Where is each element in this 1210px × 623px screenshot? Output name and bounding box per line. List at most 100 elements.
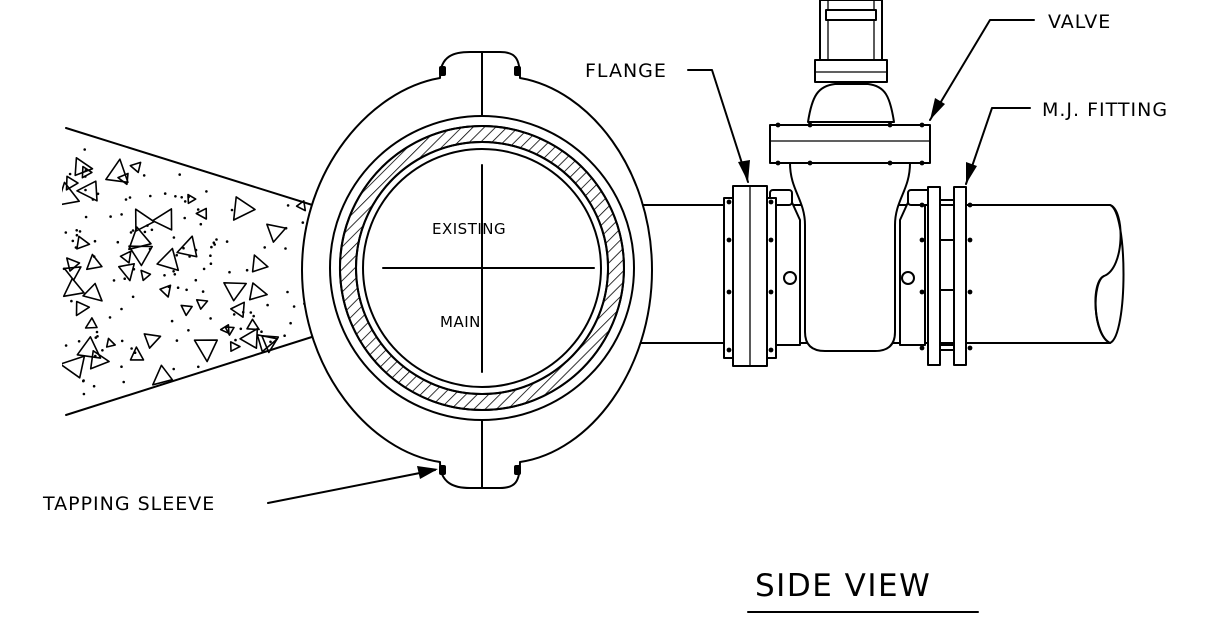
concrete-stipple-dot bbox=[163, 274, 166, 277]
concrete-stipple-dot bbox=[75, 233, 79, 237]
concrete-stipple-dot bbox=[142, 174, 146, 177]
concrete-aggregate-triangle bbox=[76, 180, 98, 202]
concrete-stipple-dot bbox=[95, 330, 99, 334]
concrete-aggregate-triangle bbox=[134, 208, 155, 232]
concrete-stipple-dot bbox=[201, 290, 205, 293]
concrete-stipple-dot bbox=[128, 196, 132, 199]
concrete-stipple-dot bbox=[163, 192, 167, 195]
concrete-aggregate-triangle bbox=[229, 341, 241, 353]
concrete-stipple-dot bbox=[210, 245, 213, 249]
concrete-stipple-dot bbox=[196, 208, 200, 211]
concrete-stipple-dot bbox=[149, 194, 152, 198]
concrete-aggregate-triangle bbox=[239, 327, 259, 350]
concrete-aggregate-triangle bbox=[152, 364, 174, 386]
concrete-stipple-dot bbox=[180, 196, 183, 199]
concrete-stipple-dot bbox=[209, 254, 212, 257]
concrete-stipple-dot bbox=[301, 221, 305, 224]
flange-leader-arrowhead bbox=[738, 160, 750, 182]
concrete-aggregate-triangle bbox=[82, 282, 103, 302]
concrete-stipple-dot bbox=[209, 262, 213, 266]
concrete-aggregate-triangle bbox=[140, 269, 152, 282]
concrete-aggregate-triangle bbox=[62, 181, 80, 206]
concrete-stipple-dot bbox=[178, 173, 181, 176]
flange-callout-label: FLANGE bbox=[585, 60, 667, 82]
concrete-aggregate-triangle bbox=[261, 334, 280, 354]
concrete-stipple-dot bbox=[199, 222, 203, 226]
concrete-aggregate-triangle bbox=[119, 250, 132, 264]
concrete-stipple-dot bbox=[215, 238, 218, 241]
concrete-aggregate-triangle bbox=[66, 257, 81, 272]
concrete-aggregate-triangle bbox=[223, 281, 247, 302]
concrete-aggregate-triangle bbox=[159, 284, 172, 298]
concrete-stipple-dot bbox=[174, 195, 177, 198]
concrete-stipple-dot bbox=[172, 270, 175, 273]
mj-fitting-leader-arrowhead bbox=[966, 162, 977, 184]
concrete-stipple-dot bbox=[283, 334, 286, 338]
concrete-stipple-dot bbox=[172, 236, 176, 239]
concrete-aggregate-triangle bbox=[251, 254, 269, 273]
concrete-stipple-dot bbox=[64, 231, 68, 234]
concrete-aggregate-triangle bbox=[180, 304, 193, 317]
concrete-stipple-dot bbox=[68, 172, 72, 176]
valve-stem bbox=[814, 0, 888, 83]
concrete-stipple-dot bbox=[131, 229, 135, 232]
concrete-aggregate-triangle bbox=[128, 245, 153, 267]
concrete-aggregate-triangle bbox=[193, 339, 218, 363]
concrete-stipple-dot bbox=[150, 228, 154, 232]
valve-leader-line bbox=[929, 19, 1035, 121]
existing-label: EXISTING bbox=[432, 220, 506, 238]
concrete-stipple-dot bbox=[289, 321, 292, 325]
concrete-aggregate-triangle bbox=[266, 223, 287, 243]
concrete-stipple-dot bbox=[172, 367, 175, 371]
concrete-aggregate-triangle bbox=[219, 323, 230, 335]
concrete-stipple-dot bbox=[175, 339, 179, 342]
concrete-aggregate-triangle bbox=[65, 175, 79, 191]
concrete-stipple-dot bbox=[260, 330, 263, 334]
concrete-stipple-dot bbox=[185, 288, 188, 292]
concrete-stipple-dot bbox=[84, 188, 87, 192]
concrete-aggregate-triangle bbox=[118, 262, 135, 282]
tapping-sleeve-leader-line bbox=[267, 469, 436, 504]
tapping-sleeve-leader-arrowhead bbox=[417, 466, 438, 479]
concrete-aggregate-triangle bbox=[84, 317, 98, 329]
concrete-stipple-dot bbox=[120, 213, 123, 216]
concrete-stipple-dot bbox=[101, 349, 104, 352]
concrete-stipple-dot bbox=[209, 317, 212, 320]
concrete-stipple-dot bbox=[120, 339, 124, 343]
concrete-stipple-dot bbox=[202, 267, 206, 271]
concrete-aggregate-triangle bbox=[76, 235, 91, 250]
concrete-stipple-dot bbox=[245, 268, 249, 272]
concrete-stipple-dot bbox=[78, 230, 82, 233]
concrete-stipple-dot bbox=[108, 316, 112, 319]
concrete-aggregate-triangle bbox=[246, 318, 260, 331]
concrete-stipple-dot bbox=[176, 286, 180, 290]
concrete-stipple-dot bbox=[187, 329, 190, 332]
concrete-stipple-dot bbox=[84, 215, 88, 219]
gate-valve-body bbox=[769, 83, 931, 352]
concrete-aggregate-triangle bbox=[63, 266, 82, 281]
concrete-stipple-dot bbox=[173, 273, 177, 276]
concrete-stipple-dot bbox=[286, 204, 290, 207]
concrete-aggregate-triangle bbox=[129, 161, 142, 174]
concrete-stipple-dot bbox=[124, 198, 128, 201]
main-label: MAIN bbox=[440, 313, 481, 331]
flange-leader-line bbox=[687, 69, 749, 183]
concrete-stipple-dot bbox=[122, 380, 125, 384]
concrete-stipple-dot bbox=[228, 270, 231, 274]
concrete-aggregate-triangle bbox=[176, 235, 198, 258]
existing-main-cross-section bbox=[329, 115, 635, 421]
concrete-stipple-dot bbox=[292, 305, 296, 308]
concrete-stipple-dot bbox=[252, 314, 255, 318]
concrete-stipple-dot bbox=[212, 241, 216, 244]
concrete-stipple-dot bbox=[284, 247, 287, 250]
concrete-stipple-dot bbox=[230, 208, 234, 212]
concrete-stipple-dot bbox=[239, 327, 243, 331]
concrete-aggregate-triangle bbox=[224, 326, 235, 336]
mj-fitting-leader-line bbox=[965, 107, 1031, 185]
concrete-aggregate-triangle bbox=[129, 346, 145, 361]
concrete-stipple-dot bbox=[225, 240, 229, 243]
concrete-aggregate-triangle bbox=[248, 282, 268, 301]
concrete-aggregate-triangle bbox=[143, 333, 162, 349]
view-title: SIDE VIEW bbox=[755, 568, 931, 604]
